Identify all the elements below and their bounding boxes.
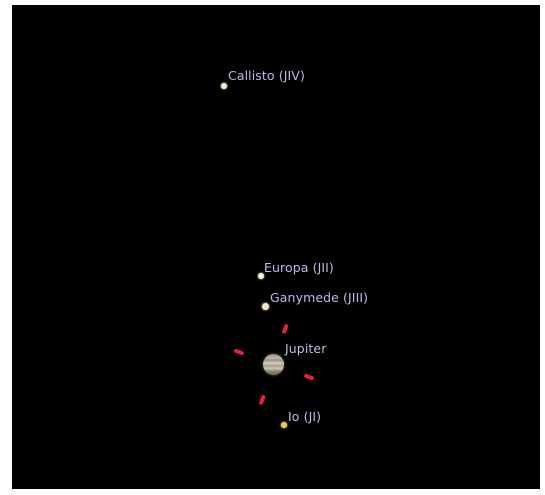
io-label[interactable]: Io (JI)	[288, 409, 322, 424]
io-marker[interactable]	[281, 422, 287, 428]
callisto-label[interactable]: Callisto (JIV)	[228, 68, 305, 83]
ganymede-marker[interactable]	[262, 303, 269, 310]
selection-marker-bottom	[258, 394, 266, 406]
selection-marker-top	[281, 323, 289, 335]
jupiter-label[interactable]: Jupiter	[285, 341, 327, 356]
sky-view[interactable]: Callisto (JIV) Europa (JII) Ganymede (JI…	[12, 5, 540, 489]
europa-label[interactable]: Europa (JII)	[264, 260, 334, 275]
europa-marker[interactable]	[258, 273, 264, 279]
jupiter-disc-icon[interactable]	[263, 354, 284, 375]
callisto-marker[interactable]	[221, 83, 227, 89]
selection-marker-right	[303, 373, 315, 381]
ganymede-label[interactable]: Ganymede (JIII)	[270, 290, 369, 305]
selection-marker-left	[233, 348, 245, 356]
